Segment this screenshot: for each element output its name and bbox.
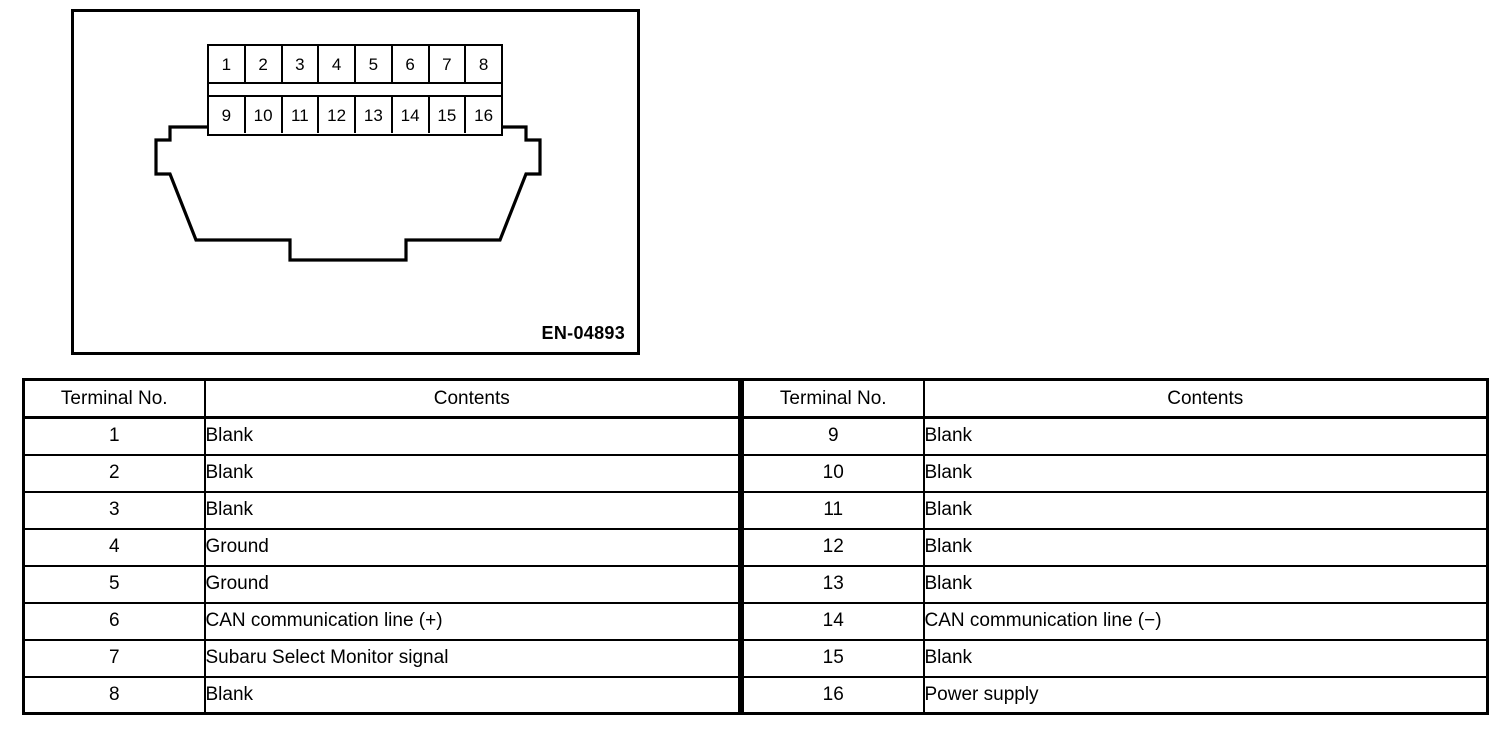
header-contents-right: Contents — [922, 378, 1489, 419]
connector-outline-drawing — [154, 125, 542, 262]
contents-cell: Blank — [203, 490, 741, 530]
contents-cell: Ground — [203, 564, 741, 604]
contents-cell: Blank — [203, 453, 741, 493]
figure-reference-label: EN-04893 — [541, 323, 625, 343]
pin-cell-6: 6 — [392, 46, 430, 82]
contents-cell: CAN communication line (+) — [203, 601, 741, 641]
pin-row-top: 1 2 3 4 5 6 7 8 — [209, 46, 501, 84]
terminal-no-cell: 7 — [22, 638, 206, 678]
contents-cell: Blank — [203, 416, 741, 456]
pin-cell-10: 10 — [245, 97, 283, 133]
contents-cell: Blank — [922, 490, 1489, 530]
terminal-no-cell: 15 — [741, 638, 925, 678]
contents-cell: Blank — [922, 453, 1489, 493]
connector-body-path — [154, 125, 542, 262]
contents-cell: Blank — [922, 564, 1489, 604]
table-header-row-right: Terminal No. Contents — [741, 378, 1489, 419]
terminal-no-cell: 9 — [741, 416, 925, 456]
terminal-no-cell: 14 — [741, 601, 925, 641]
terminal-no-cell: 6 — [22, 601, 206, 641]
pin-cell-5: 5 — [356, 46, 393, 82]
terminal-no-cell: 16 — [741, 675, 925, 715]
header-terminal-no-right: Terminal No. — [741, 378, 925, 419]
contents-cell: Ground — [203, 527, 741, 567]
terminal-no-cell: 10 — [741, 453, 925, 493]
terminal-no-cell: 3 — [22, 490, 206, 530]
pin-cell-11: 11 — [282, 97, 320, 133]
connector-figure-panel: 1 2 3 4 5 6 7 8 9 10 11 12 13 14 15 16 E… — [71, 9, 640, 355]
terminal-no-cell: 11 — [741, 490, 925, 530]
contents-cell: Subaru Select Monitor signal — [203, 638, 741, 678]
pin-cell-9: 9 — [209, 97, 246, 133]
pin-grid: 1 2 3 4 5 6 7 8 9 10 11 12 13 14 15 16 — [207, 44, 503, 136]
pin-cell-15: 15 — [429, 97, 467, 133]
pin-grid-divider — [209, 84, 501, 95]
pin-cell-4: 4 — [319, 46, 356, 82]
pin-cell-2: 2 — [245, 46, 283, 82]
terminal-no-cell: 2 — [22, 453, 206, 493]
table-header-row-left: Terminal No. Contents — [22, 378, 741, 419]
terminal-no-cell: 12 — [741, 527, 925, 567]
contents-cell: Blank — [922, 416, 1489, 456]
pin-cell-12: 12 — [319, 97, 356, 133]
terminal-no-cell: 5 — [22, 564, 206, 604]
terminal-no-cell: 13 — [741, 564, 925, 604]
header-contents-left: Contents — [203, 378, 741, 419]
pin-cell-3: 3 — [282, 46, 320, 82]
pin-cell-16: 16 — [466, 97, 501, 133]
contents-cell: Power supply — [922, 675, 1489, 715]
pin-cell-1: 1 — [209, 46, 246, 82]
pin-cell-13: 13 — [356, 97, 393, 133]
header-terminal-no-left: Terminal No. — [22, 378, 206, 419]
pin-cell-14: 14 — [392, 97, 430, 133]
pin-cell-8: 8 — [466, 46, 501, 82]
contents-cell: Blank — [203, 675, 741, 715]
contents-cell: CAN communication line (−) — [922, 601, 1489, 641]
pin-cell-7: 7 — [429, 46, 467, 82]
terminal-no-cell: 8 — [22, 675, 206, 715]
contents-cell: Blank — [922, 638, 1489, 678]
contents-cell: Blank — [922, 527, 1489, 567]
pin-row-bottom: 9 10 11 12 13 14 15 16 — [209, 95, 501, 133]
terminal-no-cell: 4 — [22, 527, 206, 567]
terminal-no-cell: 1 — [22, 416, 206, 456]
